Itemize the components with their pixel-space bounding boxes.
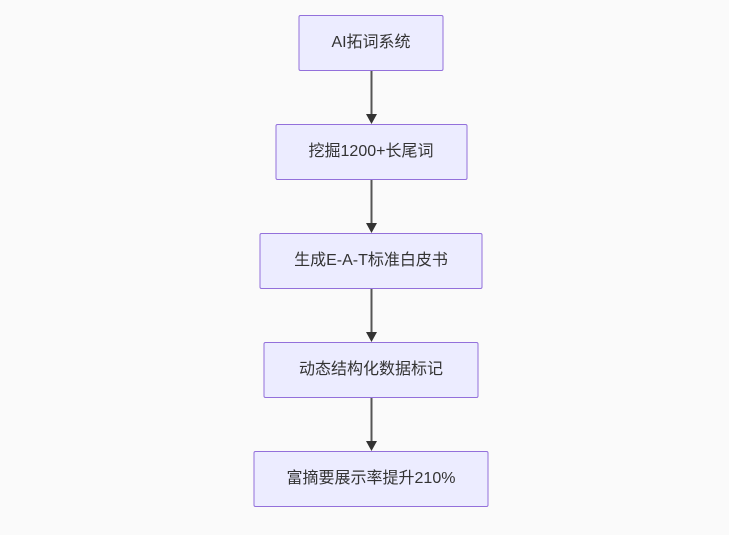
flow-node-rich-snippet-result: 富摘要展示率提升210% bbox=[253, 451, 489, 507]
arrow-down-icon bbox=[365, 398, 377, 451]
flowchart: AI拓词系统 挖掘1200+长尾词 生成E-A-T标准白皮书 bbox=[253, 15, 489, 507]
node-label: 挖掘1200+长尾词 bbox=[308, 143, 434, 160]
node-label: 富摘要展示率提升210% bbox=[286, 470, 456, 487]
edge-connector bbox=[364, 180, 378, 233]
flow-node-eat-whitepaper: 生成E-A-T标准白皮书 bbox=[259, 233, 483, 289]
edge-connector bbox=[364, 289, 378, 342]
edge-connector bbox=[364, 398, 378, 451]
flow-node-structured-data-markup: 动态结构化数据标记 bbox=[263, 342, 479, 398]
flow-node-longtail-mining: 挖掘1200+长尾词 bbox=[275, 124, 467, 180]
node-label: 生成E-A-T标准白皮书 bbox=[294, 252, 448, 269]
flow-node-ai-keyword-system: AI拓词系统 bbox=[298, 15, 444, 71]
arrow-down-icon bbox=[365, 289, 377, 342]
arrow-down-icon bbox=[365, 180, 377, 233]
node-label: 动态结构化数据标记 bbox=[298, 361, 443, 378]
node-label: AI拓词系统 bbox=[331, 34, 411, 51]
arrow-down-icon bbox=[365, 71, 377, 124]
edge-connector bbox=[364, 71, 378, 124]
